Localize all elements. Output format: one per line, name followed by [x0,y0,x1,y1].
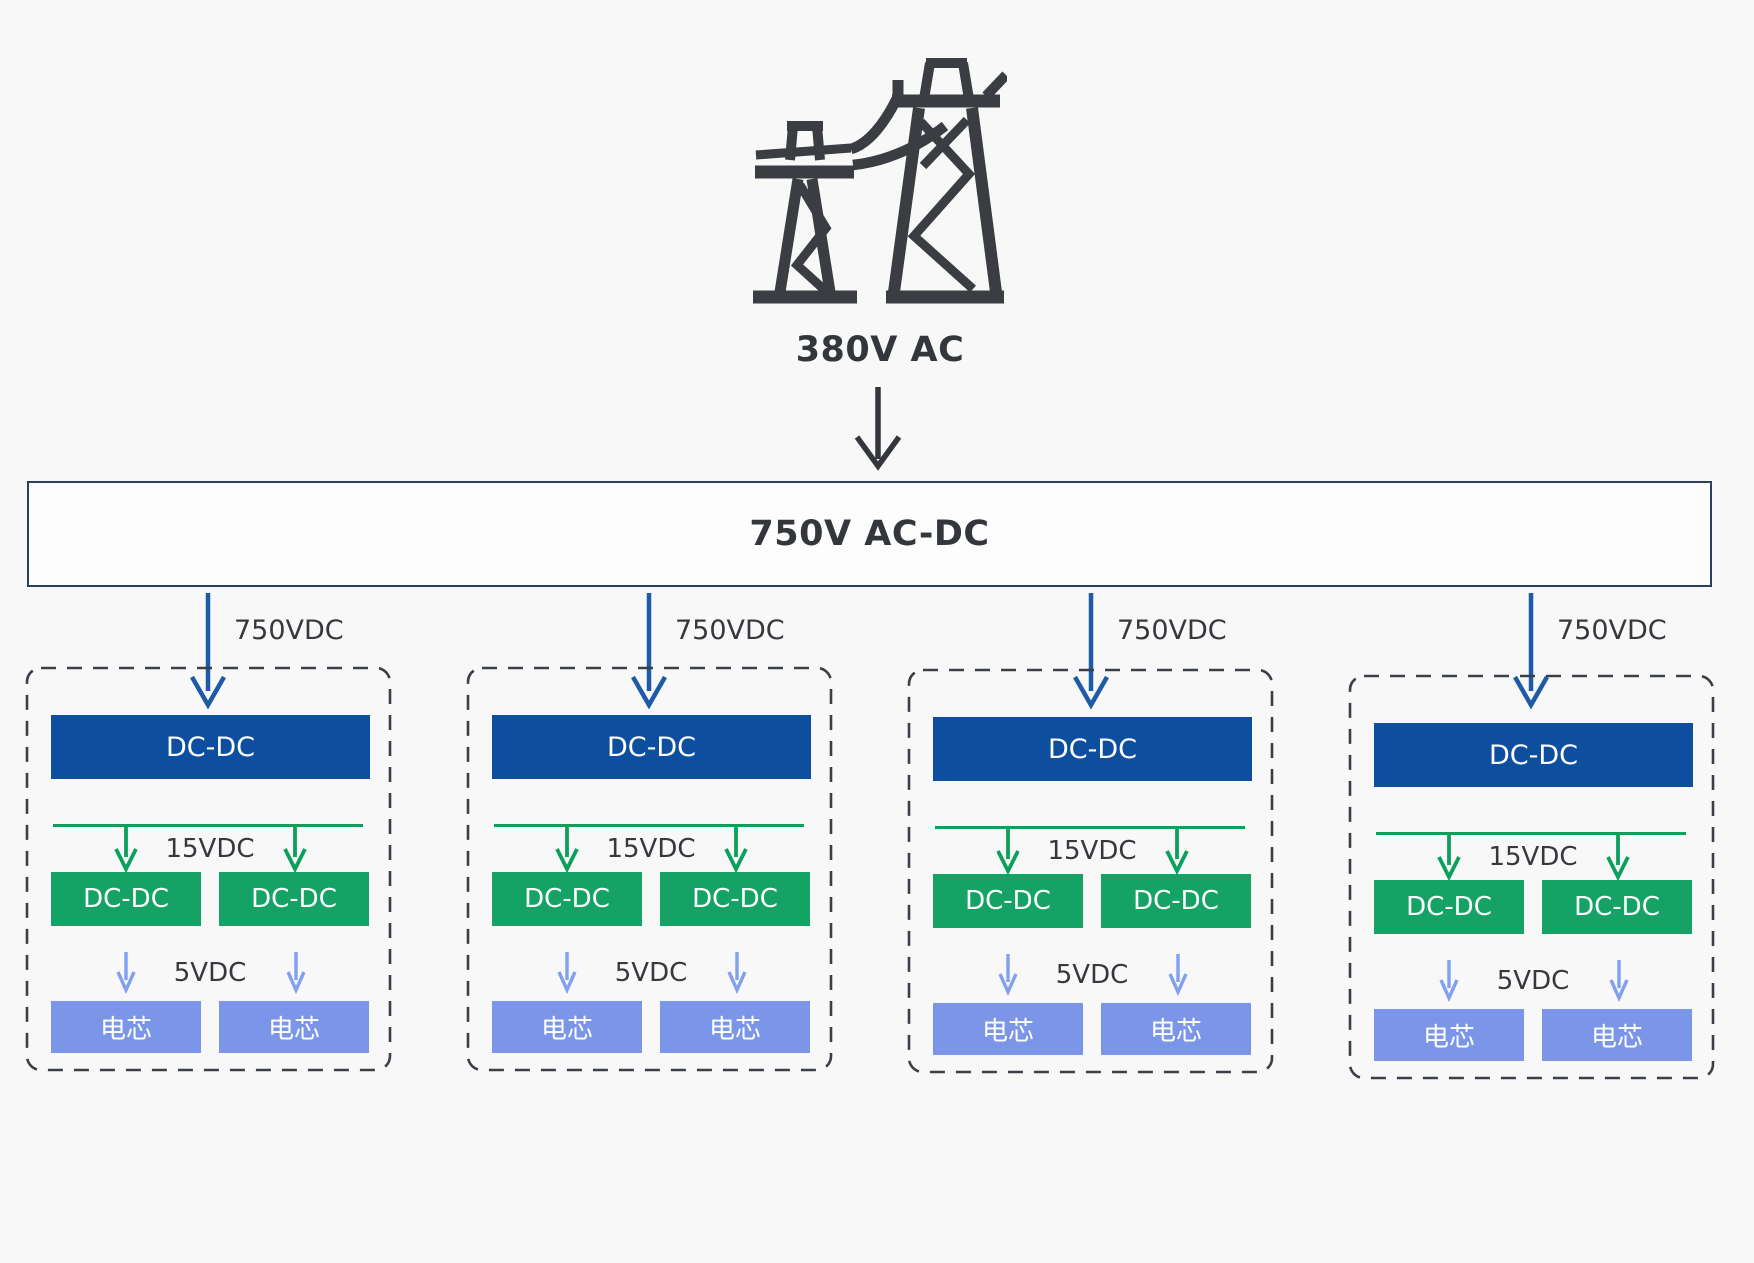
mid-arrow-icon [555,825,579,873]
grid-source-label: 380V AC [795,330,965,370]
branch-voltage-label: 750VDC [675,615,785,646]
transmission-towers-icon [753,58,1007,304]
battery-cell-box: 电芯 [51,1001,201,1053]
dc-bus-line [935,826,1245,829]
mid-arrow-icon [724,825,748,873]
battery-cell-label: 电芯 [1422,1022,1475,1053]
cell-arrow-icon [116,952,136,995]
dc-bus-line [494,824,804,827]
cell-arrow-icon [1609,960,1629,1003]
secondary-dcdc-box: DC-DC [219,872,369,926]
cell-arrow-icon [286,952,306,995]
secondary-dcdc-label: DC-DC [1133,886,1219,916]
primary-dcdc-label: DC-DC [165,731,256,763]
battery-cell-box: 电芯 [1374,1009,1524,1061]
cell-arrow-icon [1168,954,1188,997]
mid-voltage-label: 15VDC [165,834,255,864]
battery-cell-label: 电芯 [1590,1022,1643,1053]
power-module: DC-DC 15VDC DC-DC DC-DC 5VDC 电芯 电芯 [466,666,833,1072]
secondary-dcdc-label: DC-DC [524,884,610,914]
branch-arrow-icon [1513,593,1549,709]
secondary-dcdc-box: DC-DC [1542,880,1692,934]
grid-to-rectifier-arrow-icon [854,387,902,471]
secondary-dcdc-box: DC-DC [1374,880,1524,934]
mid-arrow-icon [283,825,307,873]
cell-arrow-icon [1439,960,1459,1003]
primary-dcdc-box: DC-DC [933,717,1252,781]
mid-arrow-icon [114,825,138,873]
dc-bus-line [1376,832,1686,835]
power-module: DC-DC 15VDC DC-DC DC-DC 5VDC 电芯 电芯 [1348,674,1715,1080]
mid-voltage-label: 15VDC [1047,836,1137,866]
battery-cell-label: 电芯 [1149,1016,1202,1047]
battery-cell-box: 电芯 [219,1001,369,1053]
primary-dcdc-label: DC-DC [606,731,697,763]
battery-cell-box: 电芯 [660,1001,810,1053]
battery-cell-box: 电芯 [1542,1009,1692,1061]
mid-voltage-label: 15VDC [606,834,696,864]
rectifier-label: 750V AC-DC [749,514,990,554]
low-voltage-label: 5VDC [1055,960,1129,990]
battery-cell-label: 电芯 [981,1016,1034,1047]
branch-arrow-icon [631,593,667,709]
module-dashed-frame [466,666,833,1072]
secondary-dcdc-box: DC-DC [492,872,642,926]
primary-dcdc-label: DC-DC [1047,733,1138,765]
module-dashed-frame [1348,674,1715,1080]
secondary-dcdc-label: DC-DC [1406,892,1492,922]
mid-arrow-icon [1437,833,1461,881]
branch-voltage-label: 750VDC [234,615,344,646]
battery-cell-box: 电芯 [933,1003,1083,1055]
secondary-dcdc-label: DC-DC [83,884,169,914]
rectifier-box: 750V AC-DC [27,481,1712,587]
mid-arrow-icon [1165,827,1189,875]
mid-voltage-label: 15VDC [1488,842,1578,872]
power-module: DC-DC 15VDC DC-DC DC-DC 5VDC 电芯 电芯 [907,668,1274,1074]
cell-arrow-icon [727,952,747,995]
branch-voltage-label: 750VDC [1117,615,1227,646]
primary-dcdc-label: DC-DC [1488,739,1579,771]
secondary-dcdc-box: DC-DC [660,872,810,926]
battery-cell-box: 电芯 [492,1001,642,1053]
branch-arrow-icon [190,593,226,709]
mid-arrow-icon [996,827,1020,875]
battery-cell-box: 电芯 [1101,1003,1251,1055]
branch-voltage-label: 750VDC [1557,615,1667,646]
cell-arrow-icon [998,954,1018,997]
mid-arrow-icon [1606,833,1630,881]
secondary-dcdc-box: DC-DC [933,874,1083,928]
primary-dcdc-box: DC-DC [51,715,370,779]
secondary-dcdc-label: DC-DC [965,886,1051,916]
secondary-dcdc-label: DC-DC [251,884,337,914]
module-dashed-frame [907,668,1274,1074]
low-voltage-label: 5VDC [173,958,247,988]
dc-bus-line [53,824,363,827]
primary-dcdc-box: DC-DC [1374,723,1693,787]
power-module: DC-DC 15VDC DC-DC DC-DC 5VDC 电芯 电芯 [25,666,392,1072]
battery-cell-label: 电芯 [99,1014,152,1045]
battery-cell-label: 电芯 [708,1014,761,1045]
cell-arrow-icon [557,952,577,995]
primary-dcdc-box: DC-DC [492,715,811,779]
branch-arrow-icon [1073,593,1109,709]
secondary-dcdc-box: DC-DC [51,872,201,926]
secondary-dcdc-label: DC-DC [692,884,778,914]
low-voltage-label: 5VDC [1496,966,1570,996]
secondary-dcdc-box: DC-DC [1101,874,1251,928]
low-voltage-label: 5VDC [614,958,688,988]
secondary-dcdc-label: DC-DC [1574,892,1660,922]
battery-cell-label: 电芯 [540,1014,593,1045]
battery-cell-label: 电芯 [267,1014,320,1045]
module-dashed-frame [25,666,392,1072]
